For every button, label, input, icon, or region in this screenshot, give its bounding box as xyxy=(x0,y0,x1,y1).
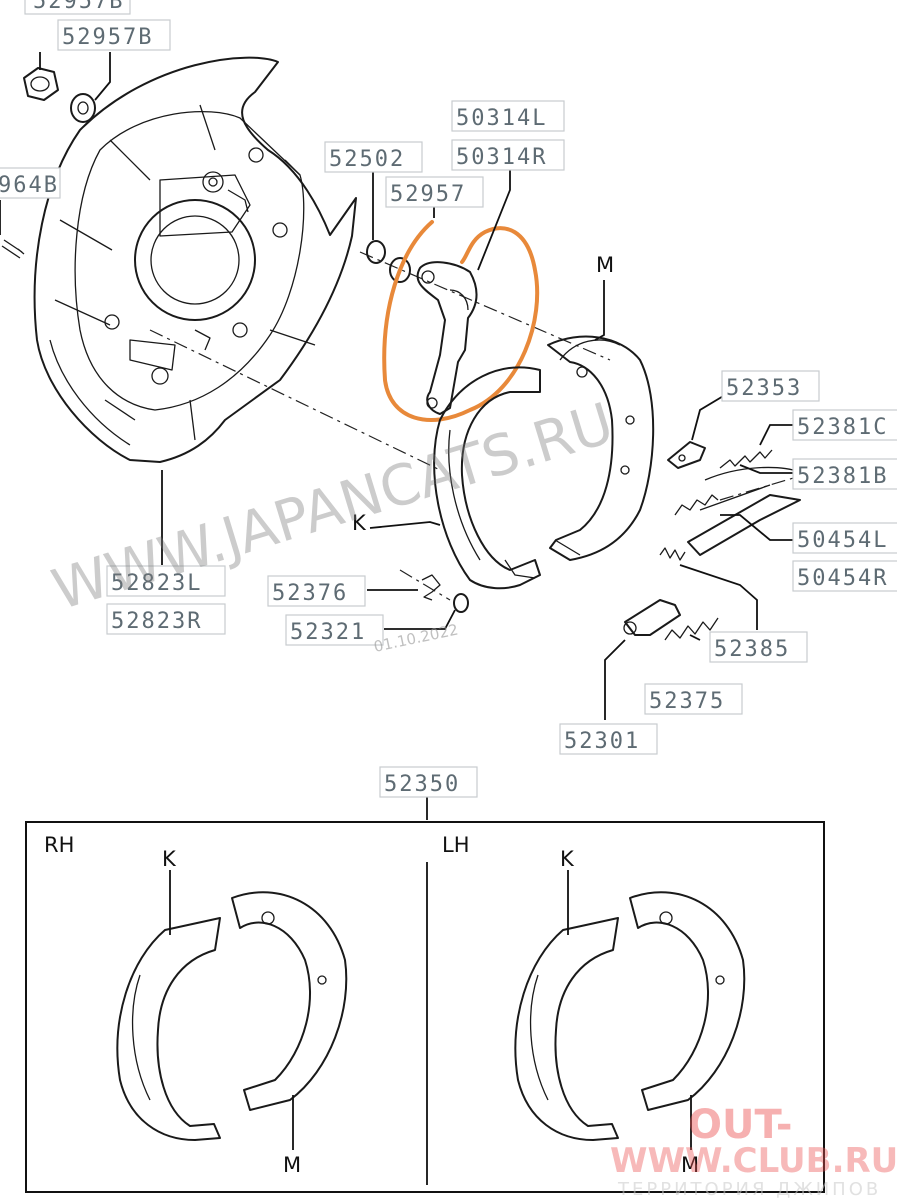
adjuster-52353 xyxy=(667,441,706,469)
brand-watermark-line2: WWW.CLUB.RU xyxy=(610,1141,897,1181)
svg-text:52381B: 52381B xyxy=(797,464,888,489)
svg-text:52381C: 52381C xyxy=(797,415,888,440)
bolt-52964b xyxy=(1,239,25,259)
label-52964b: 964B xyxy=(0,167,61,199)
svg-text:52957B: 52957B xyxy=(33,0,124,14)
svg-text:52301: 52301 xyxy=(564,729,640,754)
letter-m-main: M xyxy=(596,253,614,277)
watermark-date: 01.10.2022 xyxy=(372,620,460,655)
svg-text:52376: 52376 xyxy=(272,581,348,606)
label-52381b: 52381B xyxy=(792,458,897,490)
nut-52957b xyxy=(23,67,59,101)
rh-letter-m: M xyxy=(283,1153,301,1177)
svg-text:52502: 52502 xyxy=(329,147,405,172)
label-52957b: 52957B xyxy=(57,19,171,51)
parking-brake-lever xyxy=(416,261,478,415)
lh-letter-m: M xyxy=(681,1153,699,1177)
backing-plate xyxy=(33,56,357,463)
svg-text:964B: 964B xyxy=(0,173,59,198)
brake-shoe-m xyxy=(547,335,655,561)
svg-text:52385: 52385 xyxy=(714,637,790,662)
cup-52321 xyxy=(453,593,469,613)
label-50314r: 50314R xyxy=(451,139,565,171)
shoe-kit-box: RH LH K M K M xyxy=(25,821,825,1193)
spring-52381c xyxy=(719,449,773,469)
label-50454r: 50454R xyxy=(792,560,897,592)
svg-text:52823R: 52823R xyxy=(111,609,202,634)
spring-52375 xyxy=(664,617,719,641)
label-52376: 52376 xyxy=(267,575,366,607)
lh-shoe-m xyxy=(629,891,746,1111)
svg-text:50314R: 50314R xyxy=(456,145,547,170)
svg-text:50314L: 50314L xyxy=(456,106,547,131)
panel-label-rh: RH xyxy=(44,833,74,857)
label-52957: 52957 xyxy=(385,176,484,208)
label-52321: 52321 xyxy=(285,614,384,646)
brake-shoe-k xyxy=(433,366,541,590)
adjuster-52301 xyxy=(623,599,681,636)
clip-52957 xyxy=(389,257,411,283)
svg-text:52375: 52375 xyxy=(649,689,725,714)
rh-shoe-k xyxy=(116,917,221,1141)
spring-52385 xyxy=(659,547,686,561)
highlight-circle xyxy=(382,220,540,422)
washer-52957b xyxy=(70,93,96,123)
svg-text:52350: 52350 xyxy=(384,772,460,797)
spring-52381b xyxy=(674,466,801,516)
strut-50454 xyxy=(687,484,801,556)
label-52823l: 52823L xyxy=(106,565,226,597)
label-52823r: 52823R xyxy=(106,603,226,635)
label-52375: 52375 xyxy=(644,683,743,715)
label-52385: 52385 xyxy=(709,631,808,663)
label-52502: 52502 xyxy=(324,141,423,173)
label-52381c: 52381C xyxy=(792,409,897,441)
svg-text:52823L: 52823L xyxy=(111,571,202,596)
panel-label-lh: LH xyxy=(442,833,470,857)
svg-text:52353: 52353 xyxy=(726,376,802,401)
label-50314l: 50314L xyxy=(451,100,565,132)
spring-52376 xyxy=(421,574,441,601)
svg-text:52957: 52957 xyxy=(390,182,466,207)
washer-52502 xyxy=(366,240,386,264)
label-52957b-top: 52957B xyxy=(24,0,131,15)
rh-letter-k: K xyxy=(162,847,177,871)
rh-shoe-m xyxy=(231,891,348,1111)
label-52353: 52353 xyxy=(721,370,820,402)
svg-text:50454L: 50454L xyxy=(797,528,888,553)
svg-text:52321: 52321 xyxy=(290,620,366,645)
lh-letter-k: K xyxy=(560,847,575,871)
svg-text:52957B: 52957B xyxy=(62,25,153,50)
svg-text:50454R: 50454R xyxy=(797,566,888,591)
label-50454l: 50454L xyxy=(792,522,897,554)
lh-shoe-k xyxy=(514,917,619,1141)
label-52301: 52301 xyxy=(559,723,658,755)
letter-k-main: K xyxy=(352,511,367,535)
label-52350: 52350 xyxy=(379,766,478,798)
brand-watermark-line3: ТЕРРИТОРИЯ ДЖИПОВ xyxy=(617,1179,881,1200)
brand-watermark-line1: OUT- xyxy=(688,1102,793,1148)
